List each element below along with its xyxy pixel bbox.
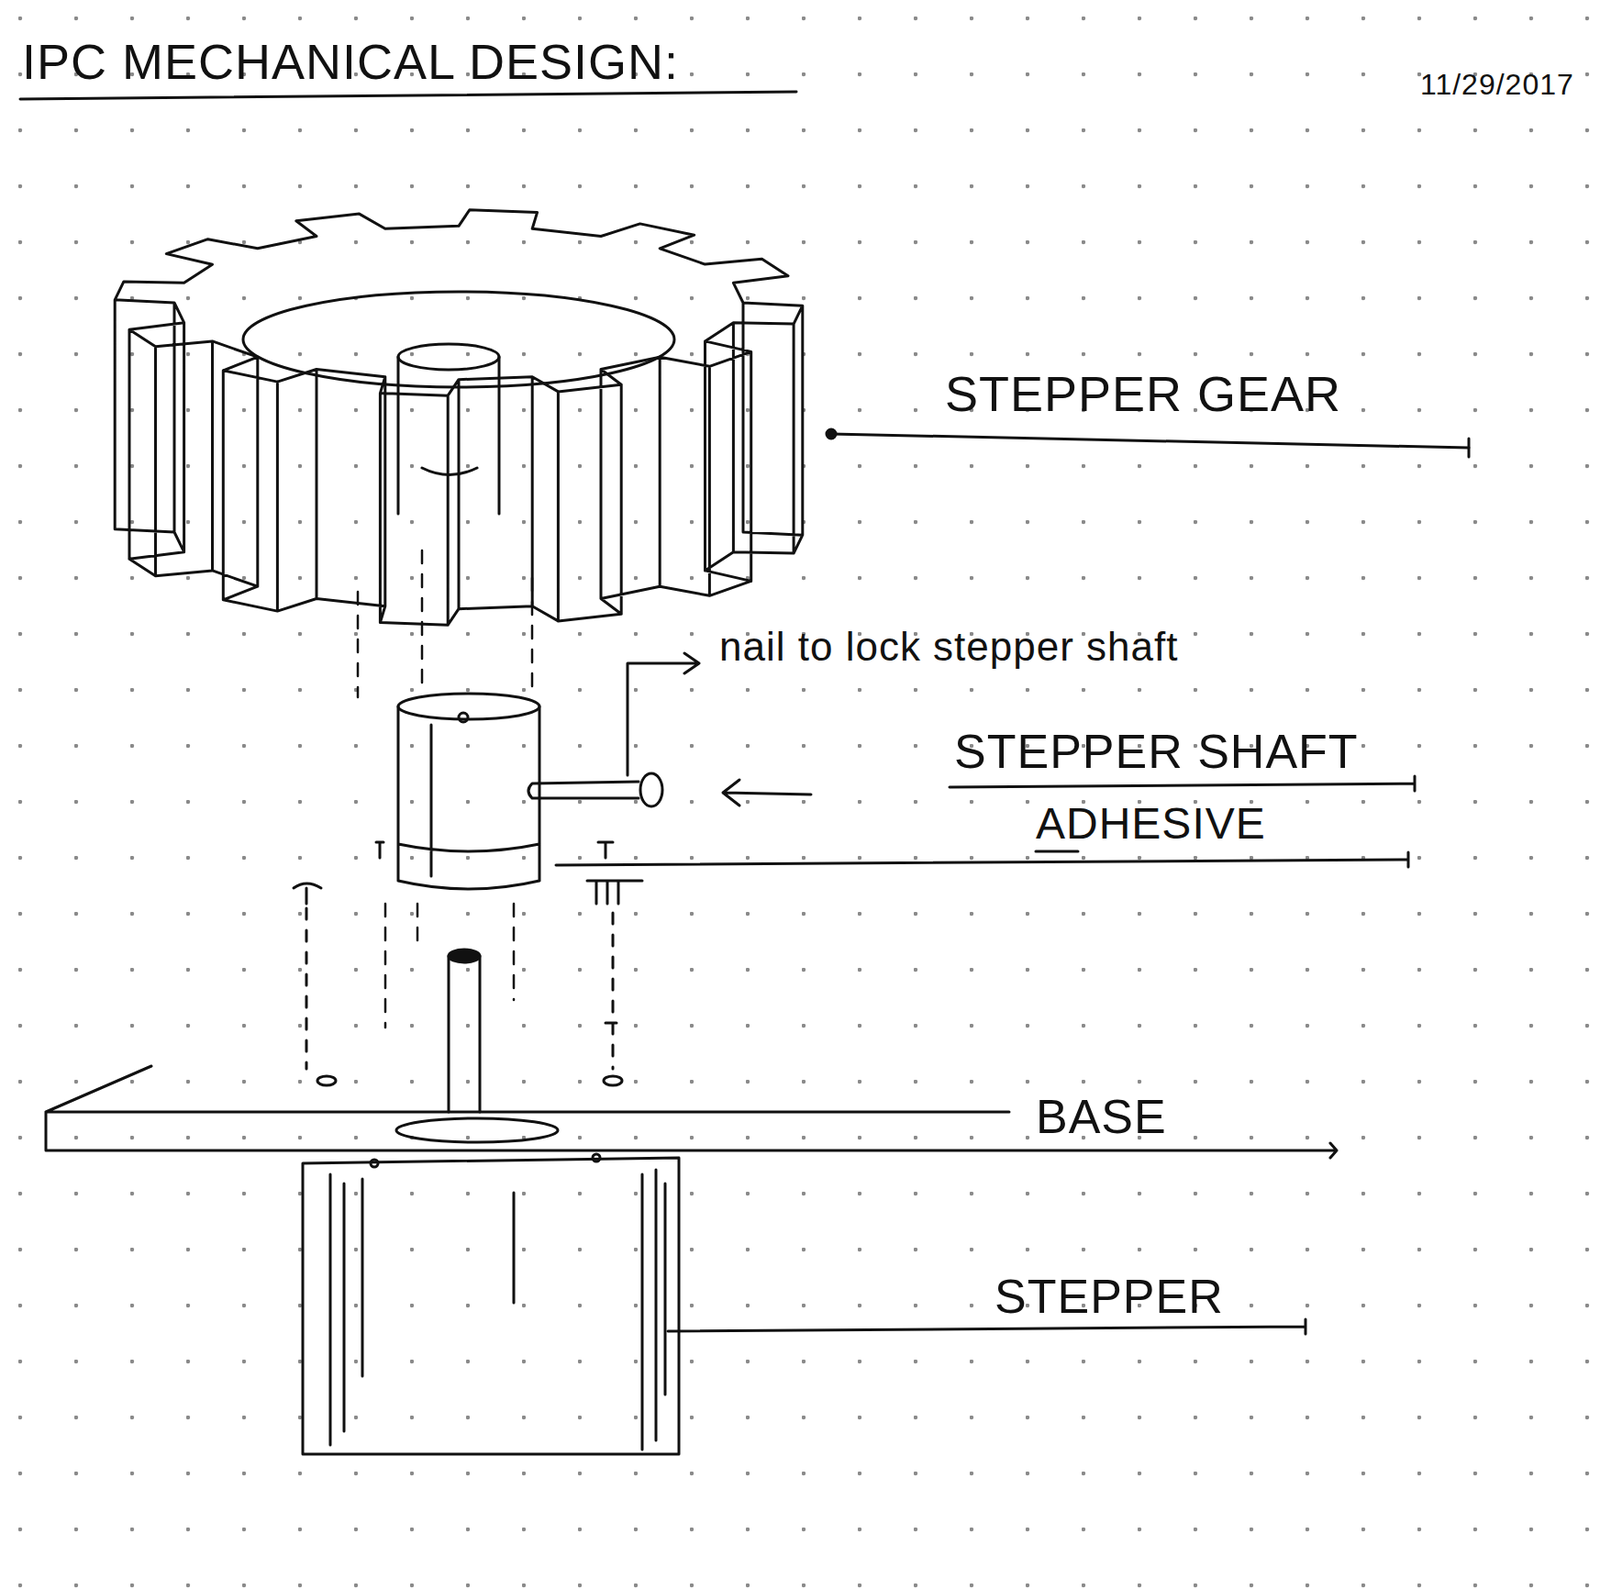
alignment-lines <box>357 550 533 1028</box>
screw-left-hole <box>317 1076 336 1086</box>
coupler-hole <box>458 712 468 723</box>
gear-hub <box>398 344 500 370</box>
date-note: 11/29/2017 <box>1420 67 1575 102</box>
screw-left-dashed <box>305 908 309 1069</box>
motor-screw-hole <box>370 1159 378 1167</box>
motor-shaft <box>448 955 480 1112</box>
screw-right-hole <box>603 1076 623 1086</box>
leader-end <box>1467 438 1471 457</box>
part-label: ADHESIVE <box>1035 798 1267 849</box>
gear-hub-bore <box>398 356 500 514</box>
part-label: STEPPER <box>994 1269 1224 1325</box>
gear-rim <box>243 291 675 388</box>
stepper-motor <box>302 1157 679 1455</box>
title-underline <box>20 91 797 100</box>
note-text: nail to lock stepper shaft <box>719 623 1178 671</box>
leader-gear <box>831 433 1469 448</box>
pointer-arrow <box>722 779 812 806</box>
leader-dot <box>826 429 836 439</box>
motor-boss <box>396 1118 558 1143</box>
adhesive-underline <box>1035 850 1078 854</box>
screw-left <box>293 842 384 904</box>
coupler-body <box>398 706 540 889</box>
screw-right <box>587 842 643 904</box>
nail-head <box>640 773 663 807</box>
gear-outline <box>114 210 803 625</box>
motor-screw-hole <box>592 1154 600 1162</box>
part-label: BASE <box>1035 1089 1167 1145</box>
motor-shaft-top <box>448 949 480 963</box>
leader-adhesive <box>555 852 1409 867</box>
stepper-gear-drawing <box>114 210 803 625</box>
callout-leader <box>627 653 700 776</box>
screw-right-dashed <box>605 912 621 1069</box>
page-title: IPC MECHANICAL DESIGN: <box>22 33 679 90</box>
part-label: STEPPER SHAFT <box>954 724 1359 780</box>
part-label: STEPPER GEAR <box>944 365 1342 423</box>
base-plate <box>45 1066 1337 1158</box>
shaft-underline <box>949 776 1415 791</box>
nail <box>528 781 639 799</box>
